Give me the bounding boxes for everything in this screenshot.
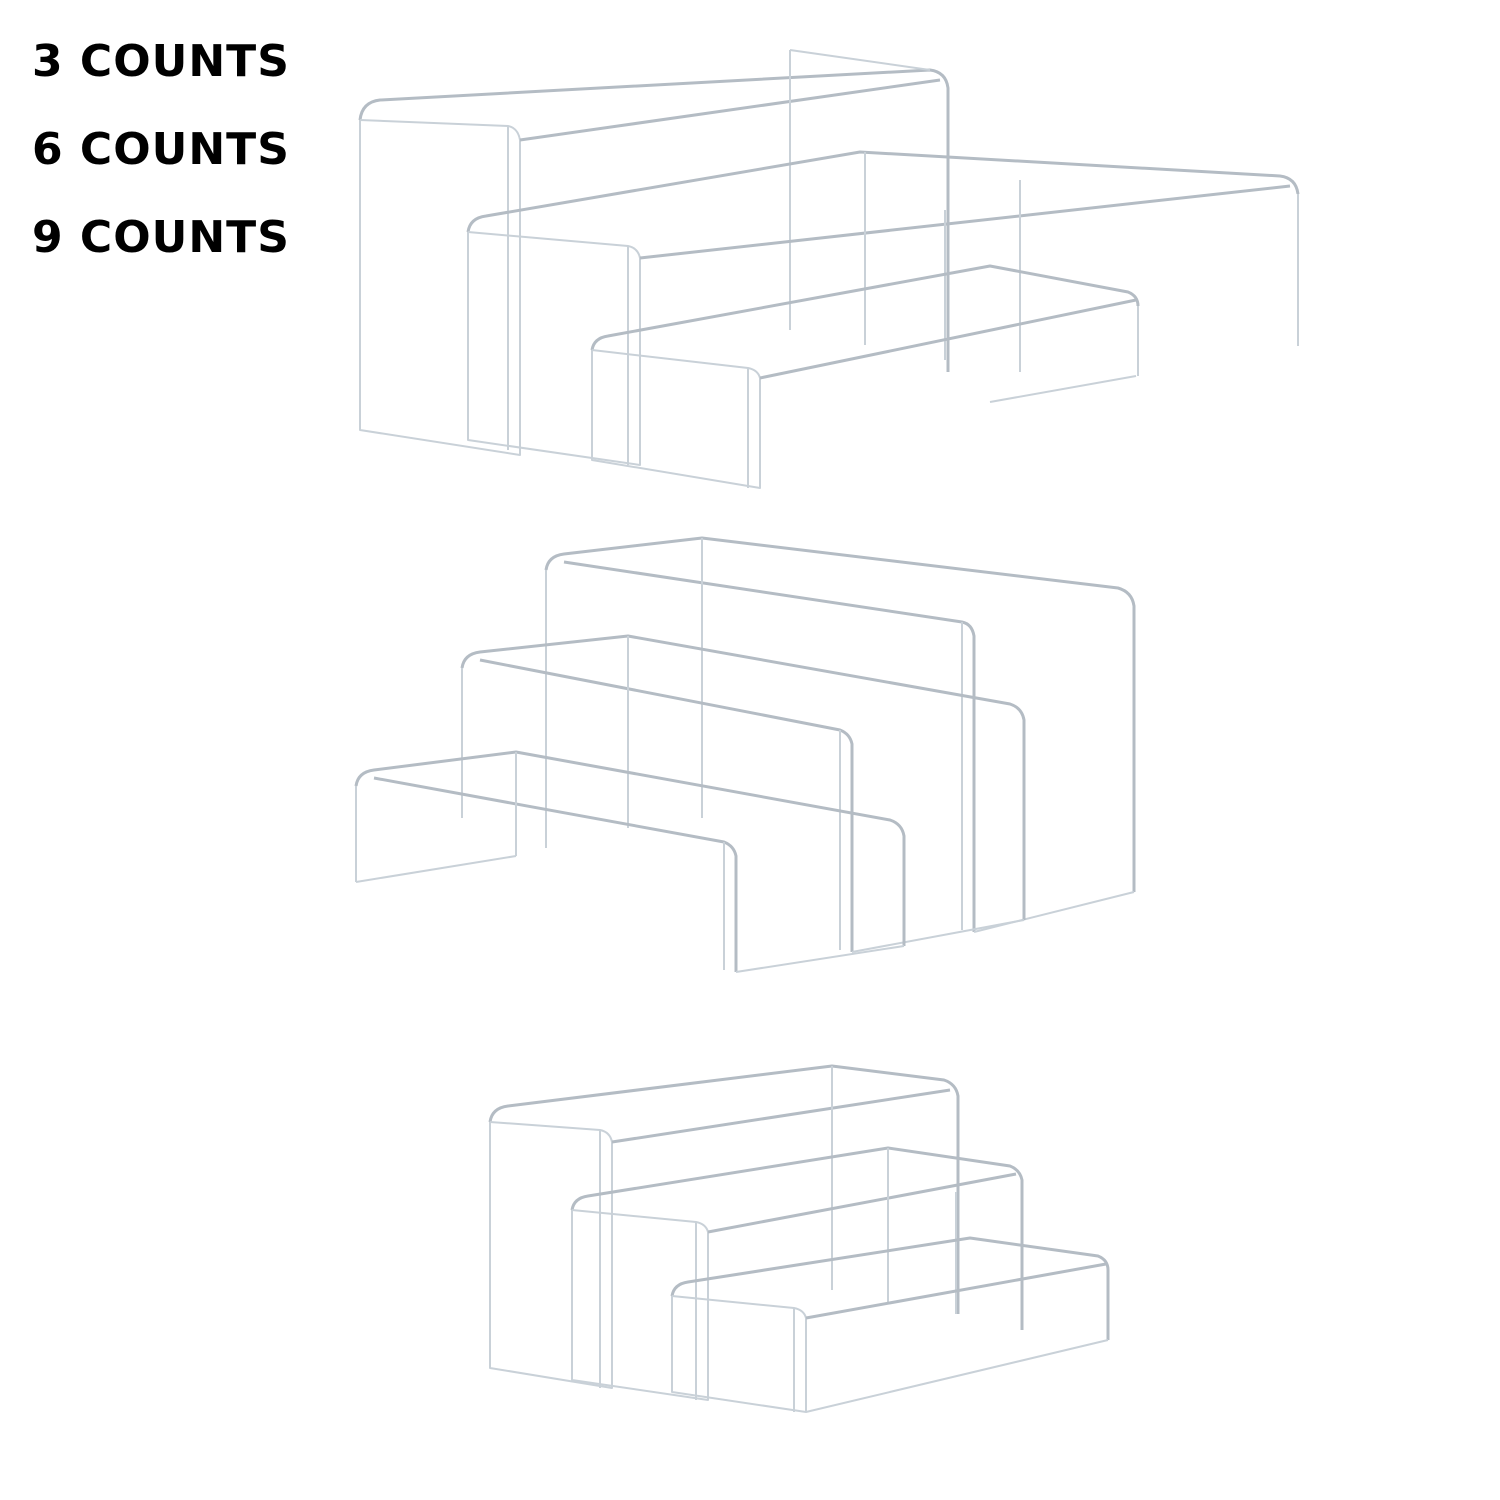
riser-small	[354, 750, 906, 973]
riser-small	[670, 1236, 1110, 1413]
riser-medium	[466, 150, 1300, 466]
count-options-list: 3 COUNTS 6 COUNTS 9 COUNTS	[32, 40, 290, 304]
riser-set-top	[358, 49, 1300, 489]
riser-large	[544, 536, 1136, 933]
riser-medium	[570, 1146, 1024, 1401]
riser-large	[488, 1064, 960, 1389]
count-option-9: 9 COUNTS	[32, 212, 290, 263]
riser-set-bottom	[488, 1064, 1110, 1413]
count-option-6: 6 COUNTS	[32, 124, 290, 175]
riser-set-middle	[354, 536, 1136, 973]
riser-large	[358, 49, 950, 456]
riser-small	[590, 264, 1140, 489]
riser-medium	[460, 634, 1026, 953]
count-option-3: 3 COUNTS	[32, 36, 290, 87]
